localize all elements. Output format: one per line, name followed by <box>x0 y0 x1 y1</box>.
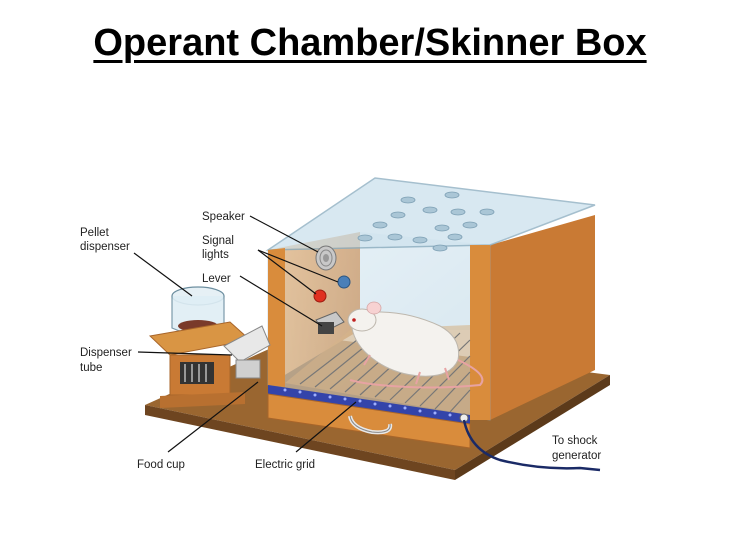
speaker-icon <box>315 245 337 271</box>
dispenser-tube <box>223 325 271 379</box>
label-shock-line1: To shock <box>552 435 598 447</box>
label-pellet-line1: Pellet <box>80 227 110 239</box>
pellet-dispenser <box>148 286 252 408</box>
label-lever: Lever <box>202 273 231 285</box>
lid-air-holes <box>357 191 495 252</box>
label-shock-line2: generator <box>552 450 601 462</box>
label-dispenser-line2: tube <box>80 362 102 374</box>
signal-light-blue <box>337 275 351 289</box>
label-electric-grid: Electric grid <box>255 459 315 471</box>
label-pellet-line2: dispenser <box>80 241 130 253</box>
label-signal-line2: lights <box>202 249 229 261</box>
page-title: Operant Chamber/Skinner Box <box>93 22 647 64</box>
signal-light-red <box>313 289 327 303</box>
label-signal-line1: Signal <box>202 235 234 247</box>
leader-lines <box>133 215 357 453</box>
label-food-cup: Food cup <box>137 459 185 471</box>
labels: Speaker Signal lights Lever Pellet dispe… <box>80 211 601 471</box>
label-dispenser-line1: Dispenser <box>80 347 132 359</box>
shock-cable <box>462 419 601 472</box>
drawer <box>267 393 471 449</box>
lever <box>315 311 345 334</box>
label-speaker: Speaker <box>202 211 245 223</box>
rat <box>347 301 484 389</box>
